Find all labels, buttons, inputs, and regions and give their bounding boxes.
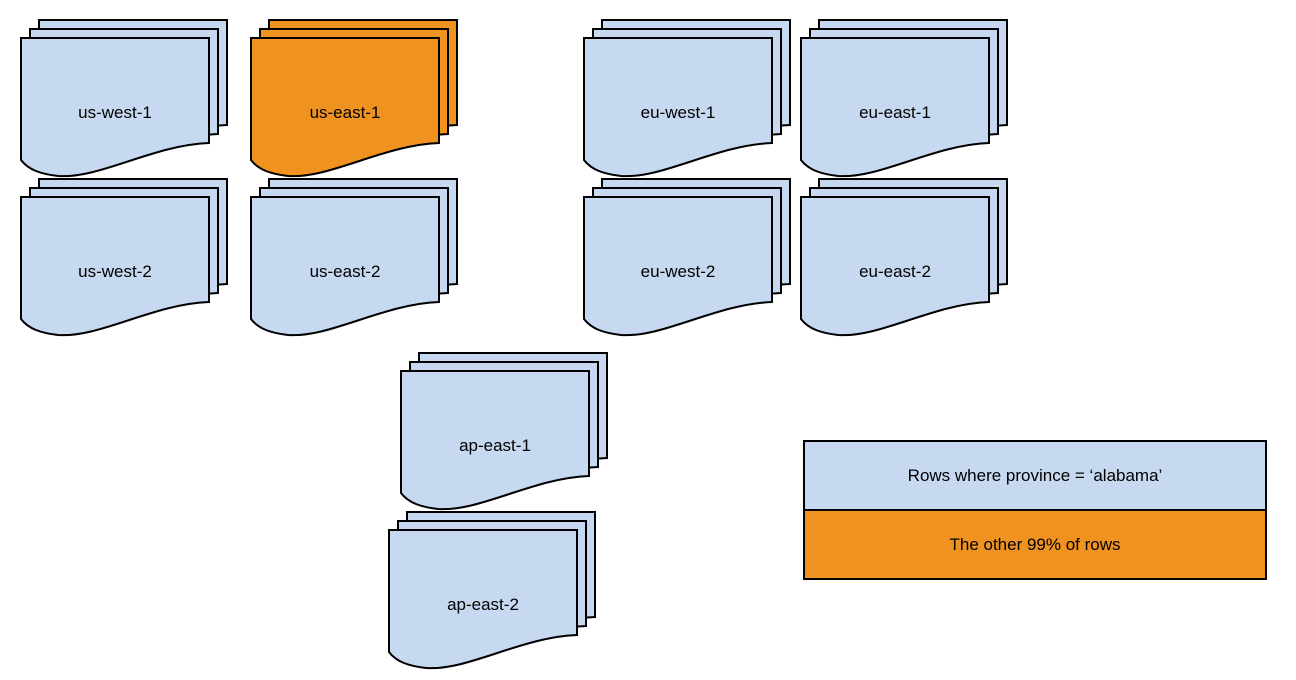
document-stack-eu-east-2 xyxy=(800,178,1008,337)
document-stack-ap-east-1 xyxy=(400,352,608,511)
document-sheet xyxy=(800,37,990,178)
document-stack-eu-west-2 xyxy=(583,178,791,337)
document-sheet xyxy=(250,196,440,337)
legend-label-orange: The other 99% of rows xyxy=(949,534,1121,554)
document-sheet xyxy=(20,37,210,178)
document-sheet xyxy=(250,37,440,178)
document-stack-us-west-2 xyxy=(20,178,228,337)
document-sheet xyxy=(388,529,578,670)
document-stack-eu-east-1 xyxy=(800,19,1008,178)
document-stack-us-west-1 xyxy=(20,19,228,178)
legend-label-blue: Rows where province = ‘alabama’ xyxy=(907,465,1163,485)
document-stack-us-east-1 xyxy=(250,19,458,178)
legend-row-orange: The other 99% of rows xyxy=(805,511,1265,578)
document-sheet xyxy=(583,37,773,178)
legend-row-blue: Rows where province = ‘alabama’ xyxy=(805,442,1265,511)
document-sheet xyxy=(583,196,773,337)
document-stack-eu-west-1 xyxy=(583,19,791,178)
document-stack-us-east-2 xyxy=(250,178,458,337)
document-stack-ap-east-2 xyxy=(388,511,596,670)
legend: Rows where province = ‘alabama’ The othe… xyxy=(803,440,1267,580)
document-sheet xyxy=(800,196,990,337)
document-sheet xyxy=(20,196,210,337)
document-sheet xyxy=(400,370,590,511)
